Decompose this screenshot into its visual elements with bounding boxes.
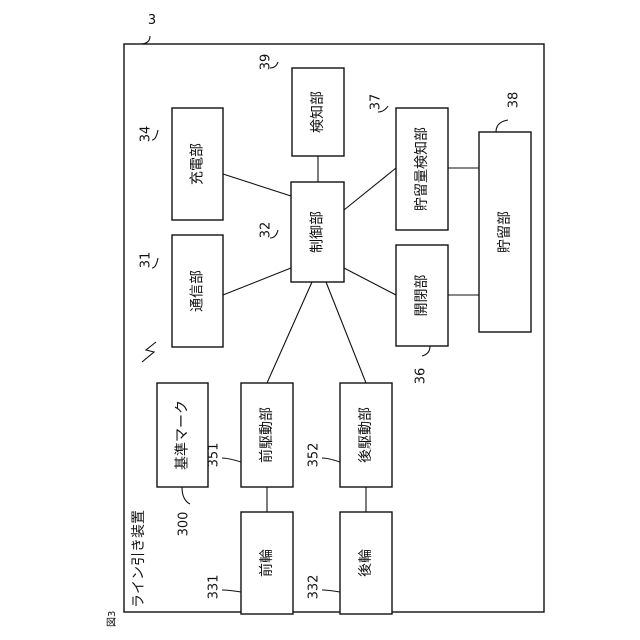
rear-wheel-label: 後輪 — [357, 549, 374, 577]
reference-mark-label: 基準マーク — [174, 400, 191, 470]
charging-unit-ref: 34 — [139, 126, 154, 143]
valve-unit-label: 開閉部 — [414, 275, 430, 317]
front-wheel-ref: 331 — [207, 575, 222, 600]
rear-wheel-ref: 332 — [307, 575, 322, 600]
front-drive-leader — [222, 458, 241, 462]
storage-sensor-ref: 37 — [369, 94, 384, 111]
device-ref: 3 — [148, 13, 156, 28]
rear-drive-leader — [322, 458, 340, 462]
front-wheel-leader — [222, 590, 241, 592]
communication-unit-ref: 31 — [139, 252, 154, 269]
storage-unit-ref: 38 — [507, 92, 522, 109]
reference-mark-ref: 300 — [177, 512, 192, 537]
storage-unit-leader — [496, 120, 508, 132]
front-wheel-label: 前輪 — [258, 549, 275, 577]
link-control-communication — [223, 268, 291, 295]
front-drive-ref: 351 — [207, 443, 222, 468]
rear-drive-ref: 352 — [307, 443, 322, 468]
detection-unit-ref: 39 — [259, 54, 274, 71]
link-control-valve — [344, 268, 396, 295]
rear-wheel-leader — [322, 590, 340, 592]
storage-sensor-label: 貯留量検知部 — [413, 127, 430, 211]
control-unit-label: 制御部 — [310, 211, 326, 253]
front-drive-label: 前駆動部 — [258, 407, 275, 463]
control-unit-ref: 32 — [259, 222, 274, 239]
storage-unit-label: 貯留部 — [497, 211, 513, 253]
figure-label: 図3 — [106, 611, 118, 627]
valve-unit-leader — [422, 346, 430, 356]
rear-drive-label: 後駆動部 — [358, 407, 374, 463]
charging-unit-label: 充電部 — [190, 143, 206, 185]
antenna-icon — [142, 342, 156, 362]
device-leader — [140, 36, 150, 44]
link-control-storage-sensor — [344, 168, 396, 210]
detection-unit-label: 検知部 — [309, 91, 326, 133]
link-control-charging — [223, 174, 291, 196]
communication-unit-label: 通信部 — [190, 270, 206, 312]
link-control-rear-drive — [326, 282, 366, 383]
valve-unit-ref: 36 — [414, 368, 429, 385]
link-control-front-drive — [267, 282, 312, 383]
device-title: ライン引き装置 — [131, 510, 147, 608]
reference-mark-leader — [182, 487, 190, 504]
